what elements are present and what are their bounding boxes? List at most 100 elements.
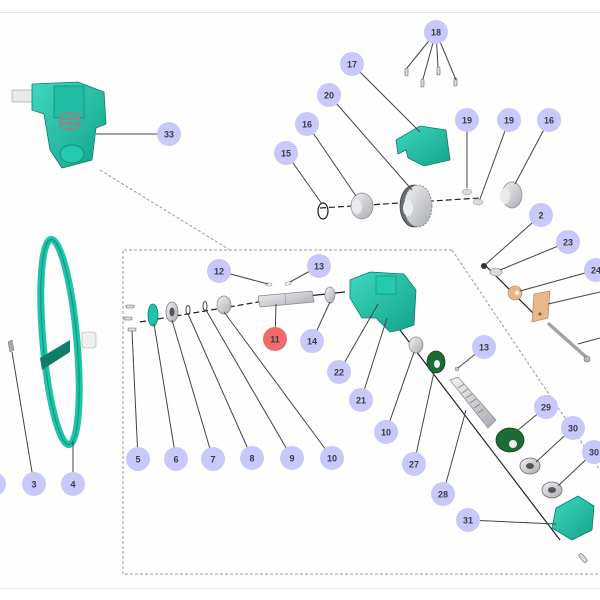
callout-2[interactable]: 2 xyxy=(529,203,553,227)
callout-8[interactable]: 8 xyxy=(240,446,264,470)
callout-circle xyxy=(472,335,496,359)
callout-circle xyxy=(263,327,287,351)
leader-line-7 xyxy=(171,319,214,460)
callout-13[interactable]: 13 xyxy=(472,335,496,359)
part-bushing-10-left[interactable] xyxy=(216,295,232,315)
callout-label: 12 xyxy=(214,267,224,277)
callout-label: 23 xyxy=(563,238,573,248)
part-cover-17[interactable] xyxy=(395,125,451,167)
leader-line-8 xyxy=(187,313,253,459)
callout-5[interactable]: 5 xyxy=(126,447,150,471)
part-nut-2[interactable] xyxy=(481,263,487,269)
callout-circle xyxy=(497,108,521,132)
callout-label: 19 xyxy=(462,116,472,126)
part-ring-9[interactable] xyxy=(202,301,208,311)
leader-line-23 xyxy=(499,241,569,271)
callout-circle xyxy=(561,416,585,440)
part-washer-19-b[interactable] xyxy=(472,198,484,206)
callout-16[interactable]: 16 xyxy=(537,108,561,132)
callout-23[interactable]: 23 xyxy=(556,230,580,254)
callout-circle xyxy=(207,259,231,283)
part-gearbox-body-21-22[interactable] xyxy=(349,271,417,333)
callout-edge[interactable] xyxy=(0,472,6,496)
callout-15[interactable]: 15 xyxy=(274,141,298,165)
leader-line-20 xyxy=(328,94,413,191)
part-bearing-7[interactable] xyxy=(165,301,179,323)
part-washer-19-a[interactable] xyxy=(461,188,473,196)
callout-10[interactable]: 10 xyxy=(374,420,398,444)
part-screws-18[interactable] xyxy=(404,66,458,88)
part-gear-20[interactable] xyxy=(399,184,433,228)
part-plate-tan[interactable] xyxy=(531,290,551,323)
leader-line-6 xyxy=(153,323,177,460)
callout-17[interactable]: 17 xyxy=(340,52,364,76)
part-bushing-16-left[interactable] xyxy=(350,192,374,220)
leader-line-21 xyxy=(360,317,388,401)
part-bearing-30-a[interactable] xyxy=(519,457,541,475)
top-divider xyxy=(0,12,600,13)
part-bushing-10-right[interactable] xyxy=(408,336,424,354)
callout-circle xyxy=(317,83,341,107)
part-bolt[interactable] xyxy=(547,322,591,363)
part-gearbox-housing-33[interactable] xyxy=(11,81,107,169)
leader-line-3 xyxy=(11,351,35,485)
part-key-3[interactable] xyxy=(7,339,15,353)
leader-line-offscreen xyxy=(577,337,600,345)
callout-circle xyxy=(582,440,600,464)
callout-3[interactable]: 3 xyxy=(22,472,46,496)
part-seal-29[interactable] xyxy=(495,427,525,453)
callout-label: 21 xyxy=(356,396,366,406)
part-screw-bottom[interactable] xyxy=(578,553,588,563)
callout-20[interactable]: 20 xyxy=(317,83,341,107)
bottom-divider xyxy=(0,588,600,589)
part-handwheel-4[interactable] xyxy=(34,235,97,449)
callout-24[interactable]: 24 xyxy=(584,258,600,282)
part-bearing-30-b[interactable] xyxy=(541,481,563,499)
callout-label: 14 xyxy=(307,337,317,347)
callout-4[interactable]: 4 xyxy=(61,472,85,496)
callout-27[interactable]: 27 xyxy=(402,452,426,476)
part-end-cover-31[interactable] xyxy=(551,495,595,541)
callout-30[interactable]: 30 xyxy=(561,416,585,440)
callout-28[interactable]: 28 xyxy=(431,482,455,506)
callout-31[interactable]: 31 xyxy=(456,508,480,532)
callout-13[interactable]: 13 xyxy=(307,254,331,278)
callout-7[interactable]: 7 xyxy=(201,447,225,471)
callout-6[interactable]: 6 xyxy=(164,447,188,471)
callout-circle xyxy=(126,447,150,471)
part-shaft-11[interactable] xyxy=(257,290,315,308)
callout-33[interactable]: 33 xyxy=(157,122,181,146)
callout-label: 10 xyxy=(327,454,337,464)
callout-29[interactable]: 29 xyxy=(534,395,558,419)
callout-12[interactable]: 12 xyxy=(207,259,231,283)
callout-18[interactable]: 18 xyxy=(424,20,448,44)
callout-19[interactable]: 19 xyxy=(455,108,479,132)
callout-label: 4 xyxy=(70,480,75,490)
part-flange-6[interactable] xyxy=(147,303,159,327)
callout-22[interactable]: 22 xyxy=(327,360,351,384)
callout-11-highlighted[interactable]: 11 xyxy=(263,327,287,351)
part-washer-23[interactable] xyxy=(489,267,503,277)
part-bushing-14[interactable] xyxy=(324,286,336,304)
callout-30[interactable]: 30 xyxy=(582,440,600,464)
part-worm-shaft-28[interactable] xyxy=(449,376,497,429)
part-spacer-24[interactable] xyxy=(507,285,523,301)
callout-9[interactable]: 9 xyxy=(280,446,304,470)
part-screws-5[interactable] xyxy=(123,304,137,332)
callout-21[interactable]: 21 xyxy=(349,388,373,412)
callout-circle xyxy=(529,203,553,227)
callout-label: 13 xyxy=(314,262,324,272)
callout-14[interactable]: 14 xyxy=(300,329,324,353)
part-pin-13-top[interactable] xyxy=(284,281,292,286)
part-oring-15[interactable] xyxy=(317,202,329,220)
callout-16[interactable]: 16 xyxy=(295,112,319,136)
callout-circle xyxy=(534,395,558,419)
leader-line-offscreen xyxy=(547,291,600,305)
callout-19[interactable]: 19 xyxy=(497,108,521,132)
part-bushing-16-right[interactable] xyxy=(500,181,523,209)
callout-circle xyxy=(340,52,364,76)
leader-line-28 xyxy=(442,409,467,495)
callout-circle xyxy=(295,112,319,136)
part-seal-27[interactable] xyxy=(426,350,446,374)
callout-10[interactable]: 10 xyxy=(320,446,344,470)
